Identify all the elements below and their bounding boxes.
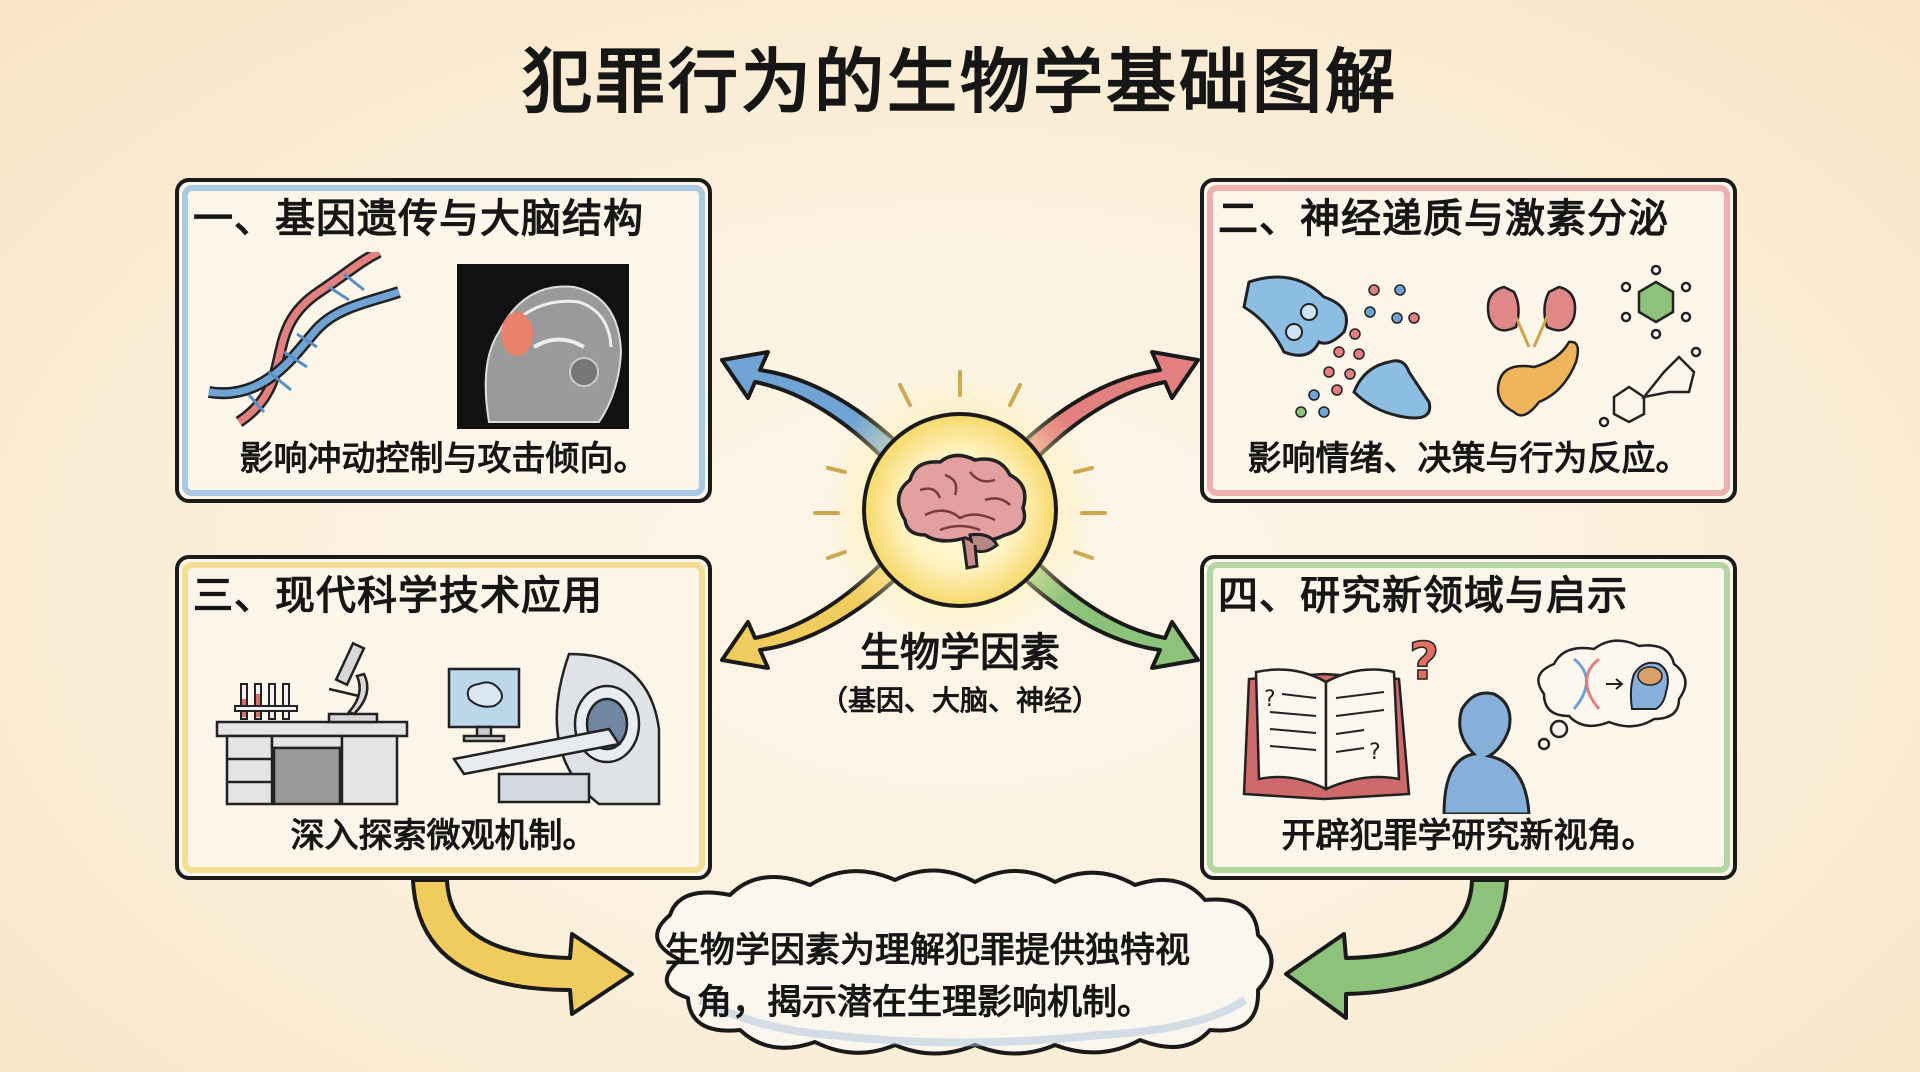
panel-modern-technology: 三、现代科学技术应用 bbox=[175, 555, 712, 880]
brain-mri-scan-icon bbox=[457, 264, 629, 429]
dna-to-brain-icon bbox=[1572, 657, 1669, 710]
hormone-molecule-icon bbox=[1620, 264, 1692, 340]
panel-genetics-brain: 一、基因遗传与大脑结构 影响冲动控制与攻击倾向。 bbox=[175, 178, 712, 503]
monitor-brain-icon bbox=[447, 667, 521, 743]
glow-rays bbox=[813, 370, 1107, 560]
lab-desk-icon bbox=[215, 720, 409, 806]
synapse-neurotransmitter-icon bbox=[1242, 275, 1432, 420]
test-tubes-icon bbox=[234, 683, 298, 720]
page-title: 犯罪行为的生物学基础图解 bbox=[522, 41, 1398, 123]
kidneys-adrenal-icon bbox=[1486, 285, 1577, 348]
panel-title: 一、基因遗传与大脑结构 bbox=[193, 196, 644, 242]
conclusion-text: 生物学因素为理解犯罪提供独特视 角，揭示潜在生理影响机制。 bbox=[665, 925, 1265, 1029]
brain-icon bbox=[896, 453, 1027, 570]
center-label: 生物学因素 bbox=[860, 630, 1060, 676]
steroid-molecule-icon bbox=[1598, 346, 1702, 428]
panel-caption: 影响冲动控制与攻击倾向。 bbox=[239, 439, 648, 479]
conclusion-line-1: 生物学因素为理解犯罪提供独特视 bbox=[665, 931, 1191, 971]
arrow-panel-4-to-conclusion bbox=[1284, 878, 1509, 1020]
conclusion-line-2: 角，揭示潜在生理影响机制。 bbox=[697, 983, 1153, 1023]
conclusion-cloud bbox=[655, 868, 1274, 1056]
svg-text:?: ? bbox=[1264, 687, 1276, 712]
panel-title: 三、现代科学技术应用 bbox=[193, 573, 603, 619]
panel-caption: 开辟犯罪学研究新视角。 bbox=[1281, 816, 1656, 856]
panel-title: 二、神经递质与激素分泌 bbox=[1218, 196, 1669, 242]
panel-title: 四、研究新领域与启示 bbox=[1218, 573, 1628, 619]
question-mark-icon: ? bbox=[1409, 634, 1439, 692]
svg-text:?: ? bbox=[1369, 740, 1381, 765]
person-silhouette-icon bbox=[1442, 691, 1531, 814]
mri-scanner-icon bbox=[451, 652, 661, 806]
dna-helix-icon bbox=[208, 252, 401, 427]
panel-neurotransmitters-hormones: 二、神经递质与激素分泌 bbox=[1200, 178, 1737, 503]
pancreas-icon bbox=[1496, 340, 1580, 417]
microscope-icon bbox=[327, 641, 379, 724]
panel-caption: 深入探索微观机制。 bbox=[290, 816, 597, 856]
panel-caption: 影响情绪、决策与行为反应。 bbox=[1247, 439, 1690, 479]
arrow-panel-3-to-conclusion bbox=[411, 878, 634, 1016]
open-book-icon: ? ? bbox=[1242, 668, 1411, 801]
center-sublabel: （基因、大脑、神经） bbox=[819, 684, 1100, 717]
panel-new-research: 四、研究新领域与启示 ? ? ? bbox=[1200, 555, 1737, 880]
